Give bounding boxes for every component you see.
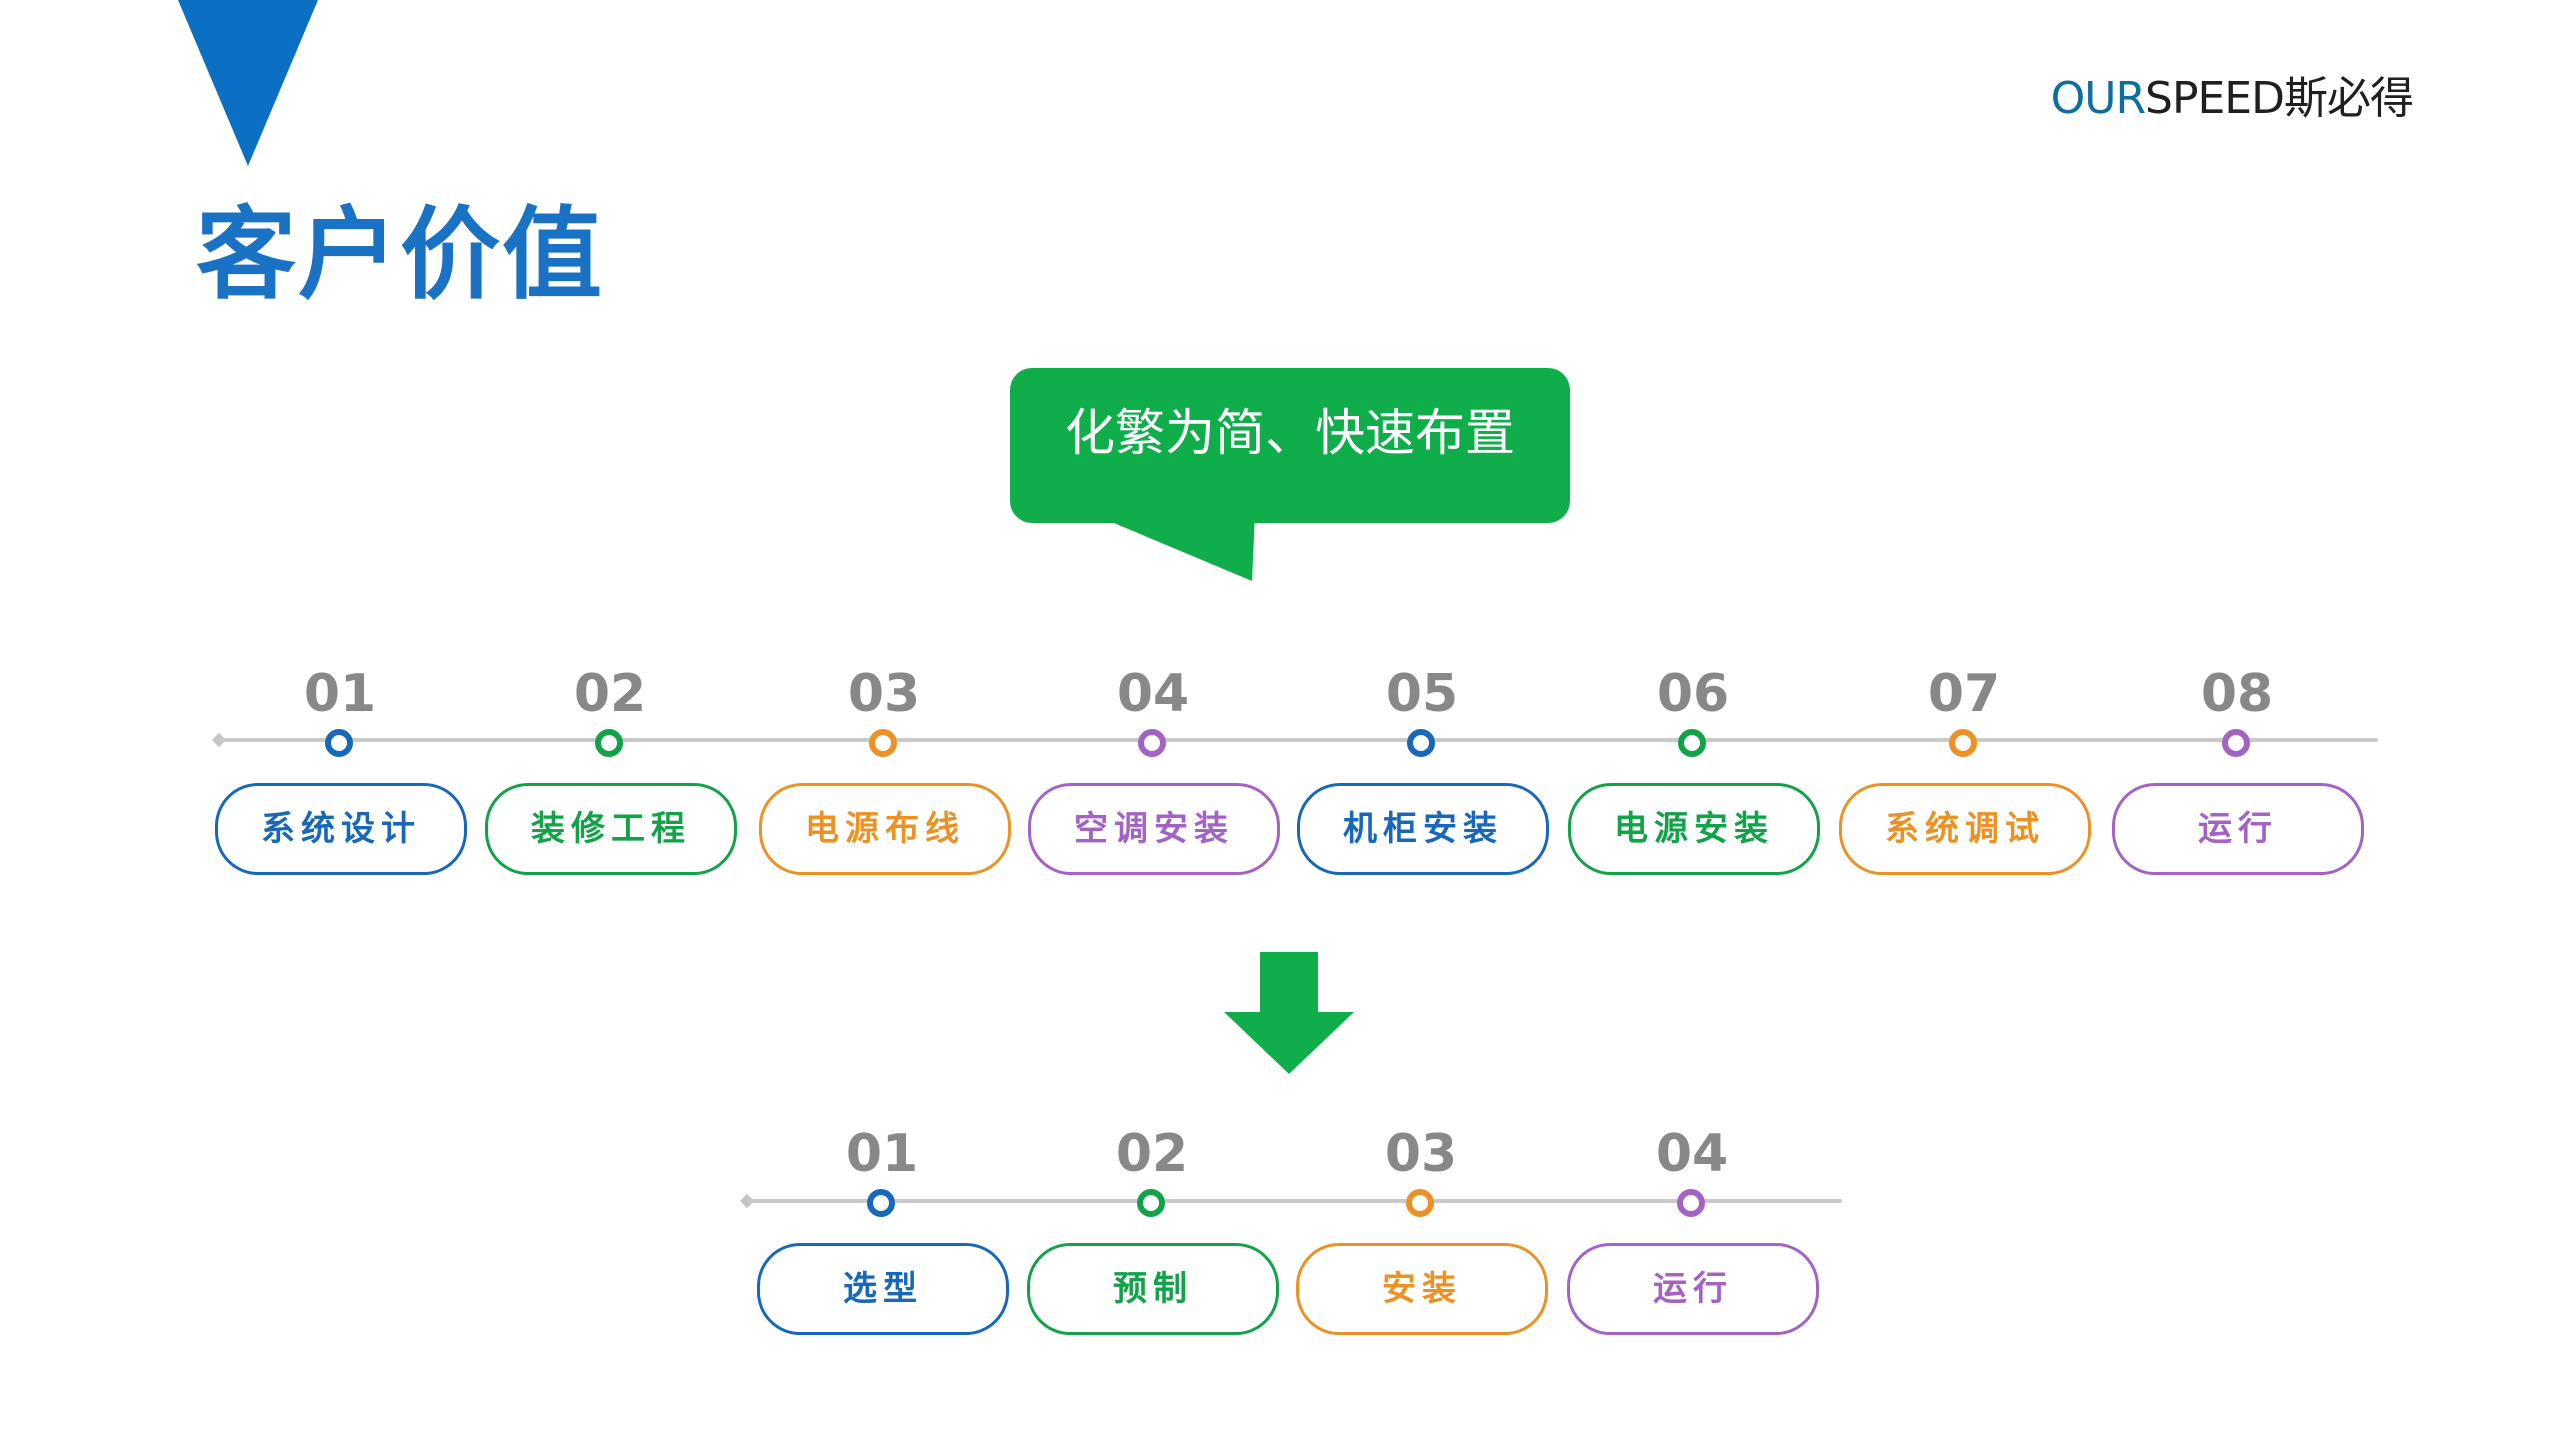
step-label: 电源安装	[1568, 783, 1820, 875]
step-node-icon	[2222, 729, 2250, 757]
step-number: 02	[1115, 1124, 1189, 1184]
track-start-marker	[211, 732, 227, 748]
step-label: 机柜安装	[1297, 783, 1549, 875]
process-step: 04 空调安装	[1028, 664, 1280, 928]
step-label: 空调安装	[1028, 783, 1280, 875]
process-step: 06 电源安装	[1568, 664, 1820, 928]
process-step: 01 系统设计	[215, 664, 467, 928]
step-number: 08	[2200, 664, 2274, 724]
process-step: 08 运行	[2112, 664, 2364, 928]
step-label: 选型	[757, 1243, 1009, 1335]
step-number: 03	[847, 664, 921, 724]
step-node-icon	[1406, 1189, 1434, 1217]
process-step: 03 电源布线	[759, 664, 1011, 928]
down-arrow-icon	[1224, 952, 1354, 1078]
callout-bubble: 化繁为简、快速布置	[1010, 368, 1570, 583]
step-node-icon	[1138, 729, 1166, 757]
step-label: 电源布线	[759, 783, 1011, 875]
step-number: 01	[303, 664, 377, 724]
callout-text: 化繁为简、快速布置	[1065, 404, 1515, 462]
step-node-icon	[1407, 729, 1435, 757]
step-node-icon	[1677, 1189, 1705, 1217]
step-label: 预制	[1027, 1243, 1279, 1335]
process-step: 03 安装	[1296, 1124, 1548, 1388]
step-label: 运行	[2112, 783, 2364, 875]
process-step: 05 机柜安装	[1297, 664, 1549, 928]
process-step: 02 装修工程	[485, 664, 737, 928]
step-number: 01	[845, 1124, 919, 1184]
step-number: 07	[1927, 664, 2001, 724]
step-label: 安装	[1296, 1243, 1548, 1335]
page-title: 客户价值	[196, 196, 604, 313]
track-line	[218, 738, 2378, 742]
step-number: 03	[1384, 1124, 1458, 1184]
step-number: 05	[1385, 664, 1459, 724]
step-label: 装修工程	[485, 783, 737, 875]
step-node-icon	[1137, 1189, 1165, 1217]
step-label: 运行	[1567, 1243, 1819, 1335]
step-label: 系统设计	[215, 783, 467, 875]
step-number: 06	[1656, 664, 1730, 724]
step-node-icon	[869, 729, 897, 757]
brand-logo: OURSPEED斯必得	[2050, 62, 2414, 126]
step-number: 02	[573, 664, 647, 724]
step-number: 04	[1655, 1124, 1729, 1184]
process-step: 02 预制	[1027, 1124, 1279, 1388]
brand-prefix: OUR	[2050, 73, 2146, 124]
step-node-icon	[325, 729, 353, 757]
process-step: 01 选型	[757, 1124, 1009, 1388]
corner-accent-triangle	[178, 0, 318, 170]
step-number: 04	[1116, 664, 1190, 724]
step-node-icon	[867, 1189, 895, 1217]
step-node-icon	[1678, 729, 1706, 757]
process-step: 07 系统调试	[1839, 664, 2091, 928]
step-label: 系统调试	[1839, 783, 2091, 875]
process-step: 04 运行	[1567, 1124, 1819, 1388]
brand-suffix: SPEED斯必得	[2145, 73, 2414, 124]
step-node-icon	[1949, 729, 1977, 757]
track-start-marker	[739, 1193, 755, 1209]
track-line	[746, 1199, 1842, 1203]
step-node-icon	[595, 729, 623, 757]
